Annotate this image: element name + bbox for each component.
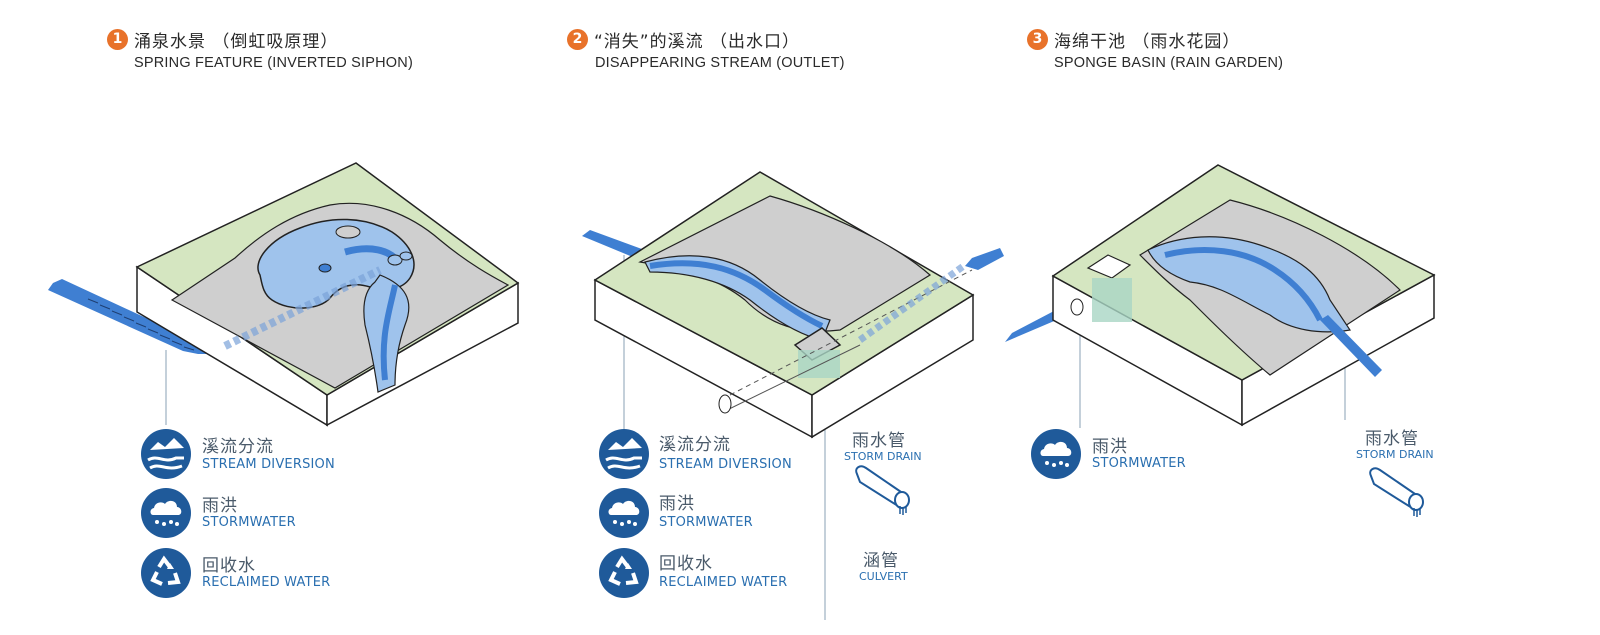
pipe-label-en: STORM DRAIN [844,450,922,463]
panel-2-number-badge: 2 [567,29,588,50]
legend-label-zh: 雨洪 [659,494,695,514]
storm-drain-pipe-icon [1366,464,1426,519]
legend-label-zh: 溪流分流 [202,437,274,457]
pipe-end [1070,298,1084,316]
panel-disappearing-stream: 2 “消失”的溪流 （出水口） DISAPPEARING STREAM (OUTL… [560,0,1040,635]
boulder [335,225,361,239]
stormwater-icon [140,487,192,539]
legend-label-zh: 回收水 [659,554,713,574]
spring-outlet [318,263,332,273]
panel-3-header: 3 海绵干池 （雨水花园） [1027,27,1240,52]
legend-label-en: RECLAIMED WATER [202,575,331,590]
flow-arrow [649,260,824,329]
basin-water [1147,236,1352,333]
stormwater-icon [1030,428,1082,480]
culvert-pipe [729,269,973,396]
storm-drain-outflow [965,248,1004,270]
spring-outlet [399,251,413,261]
pipe-label-zh: 雨水管 [1365,429,1419,449]
panel-3-title-en: SPONGE BASIN (RAIN GARDEN) [1054,55,1284,71]
outlet-chamber [798,350,840,378]
pipe-label-en: STORM DRAIN [1356,448,1434,461]
panel-1-number-badge: 1 [107,29,128,50]
pipe-segment-dashes [87,298,195,351]
stream-bed [644,255,831,341]
panel-1-title-zh: 涌泉水景 （倒虹吸原理） [134,32,339,52]
infiltration-chamber [1092,278,1132,322]
flow-arrow [1164,247,1323,322]
reclaimed-water-icon [140,547,192,599]
underground-siphon [223,266,382,350]
disappearing-stream-diagram [582,171,1004,620]
culvert-end [718,394,732,414]
legend-label-zh: 雨洪 [1092,437,1128,457]
basin-ground [170,202,510,389]
legend-label-en: STREAM DIVERSION [202,457,335,472]
legend-label-zh: 回收水 [202,556,256,576]
panel-3-title-zh: 海绵干池 （雨水花园） [1054,32,1241,52]
panel-spring-feature: 1 涌泉水景 （倒虹吸原理） SPRING FEATURE (INVERTED S… [0,0,540,635]
culvert-pipe [722,344,861,413]
spring-outlet [387,254,403,266]
inlet-structure [1086,254,1132,279]
flow-arrow [380,284,398,381]
storm-drain-pipe-icon [852,462,912,517]
legend-label-en: STORMWATER [202,515,296,530]
legend-label-en: STORMWATER [1092,456,1186,471]
legend-label-en: RECLAIMED WATER [659,575,788,590]
stream-diversion-icon [140,428,192,480]
panel-1-header: 1 涌泉水景 （倒虹吸原理） [107,27,338,52]
reclaimed-water-icon [598,547,650,599]
inflow-stream [582,230,650,260]
legend-label-zh: 雨洪 [202,496,238,516]
stormwater-icon [598,487,650,539]
legend-label-en: STREAM DIVERSION [659,457,792,472]
legend-label-zh: 溪流分流 [659,435,731,455]
panel-2-title-en: DISAPPEARING STREAM (OUTLET) [595,55,845,71]
panel-2-header: 2 “消失”的溪流 （出水口） [567,27,800,52]
legend-label-en: STORMWATER [659,515,753,530]
spring-feature-diagram [48,162,520,427]
panel-3-number-badge: 3 [1027,29,1048,50]
pipe-label-zh: 涵管 [863,551,899,571]
stream-diversion-icon [598,428,650,480]
underground-drain [857,262,968,343]
panel-2-title-zh: “消失”的溪流 （出水口） [594,32,801,52]
sponge-basin-diagram [1005,164,1436,428]
pipe-label-zh: 雨水管 [852,431,906,451]
panel-1-title-en: SPRING FEATURE (INVERTED SIPHON) [134,55,413,71]
pipe-label-en: CULVERT [859,570,908,583]
overflow-outlet [1320,315,1382,377]
